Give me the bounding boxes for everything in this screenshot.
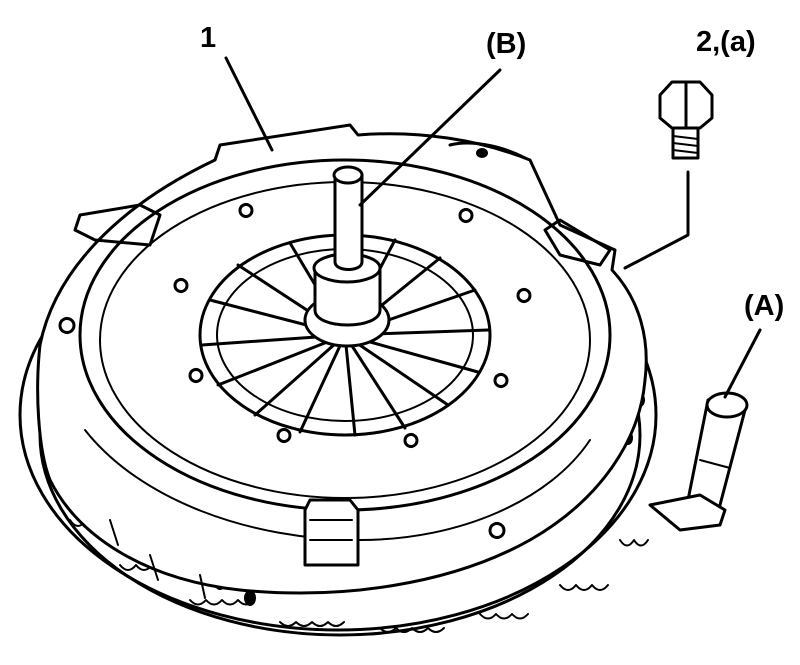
bolt [658,80,714,160]
label-part-1: 1 [200,22,217,54]
cover-holes [58,203,532,539]
label-bolt-2a: 2,(a) [696,26,756,58]
label-tool-b: (B) [486,28,527,60]
label-tool-a: (A) [744,290,785,322]
tool-b-shaft [332,165,364,271]
tool-a [648,391,749,532]
leader-lines [224,56,762,399]
